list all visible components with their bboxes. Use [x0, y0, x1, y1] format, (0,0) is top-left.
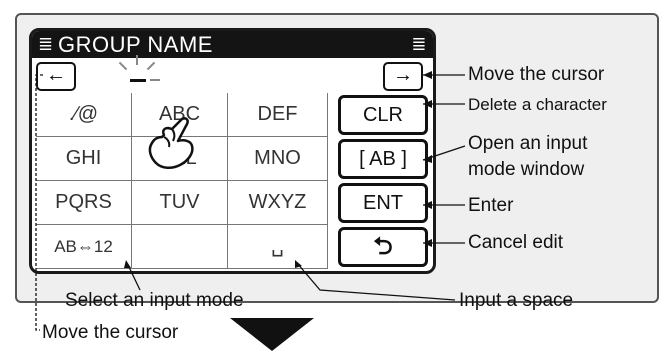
menu-icon[interactable]: ≣ — [411, 34, 427, 54]
title-bar: ≣ GROUP NAME ≣ — [32, 31, 433, 58]
back-button[interactable]: ⮌ — [338, 227, 428, 267]
key-space[interactable]: ␣ — [228, 225, 328, 269]
callout-select-input-mode: Select an input mode — [65, 290, 244, 311]
callout-input-space: Input a space — [459, 290, 574, 311]
callout-cancel-edit: Cancel edit — [468, 232, 564, 253]
key-pqrs[interactable]: PQRS — [36, 181, 132, 225]
text-cursor — [130, 79, 146, 82]
key-tuv[interactable]: TUV — [132, 181, 228, 225]
pointing-hand-icon — [148, 117, 194, 169]
clr-button[interactable]: CLR — [338, 95, 428, 135]
key-input-mode-toggle[interactable]: AB⇔12 — [36, 225, 132, 269]
cursor-spark — [136, 55, 138, 65]
cursor-left-button[interactable]: ← — [36, 62, 76, 91]
callout-enter: Enter — [468, 195, 514, 216]
screen-title: GROUP NAME — [58, 32, 213, 57]
cursor-right-button[interactable]: → — [383, 62, 423, 91]
key-wxyz[interactable]: WXYZ — [228, 181, 328, 225]
callout-move-cursor-right: Move the cursor — [468, 64, 605, 85]
menu-icon[interactable]: ≣ — [38, 34, 54, 54]
key-blank[interactable] — [132, 225, 228, 269]
callout-delete-character: Delete a character — [468, 95, 607, 114]
ent-button[interactable]: ENT — [338, 183, 428, 223]
key-abc[interactable]: ABC — [132, 93, 228, 137]
callout-move-cursor-left: Move the cursor — [42, 322, 179, 343]
callout-open-input-mode-line1: Open an input — [468, 133, 588, 154]
key-ghi[interactable]: GHI — [36, 137, 132, 181]
key-mno[interactable]: MNO — [228, 137, 328, 181]
key-symbols[interactable]: .∕@ — [36, 93, 132, 137]
key-def[interactable]: DEF — [228, 93, 328, 137]
callout-open-input-mode-line2: mode window — [468, 159, 585, 180]
radio-display: ≣ GROUP NAME ≣ ← → .∕@ ABC DEF GHI JKL M… — [29, 28, 436, 274]
